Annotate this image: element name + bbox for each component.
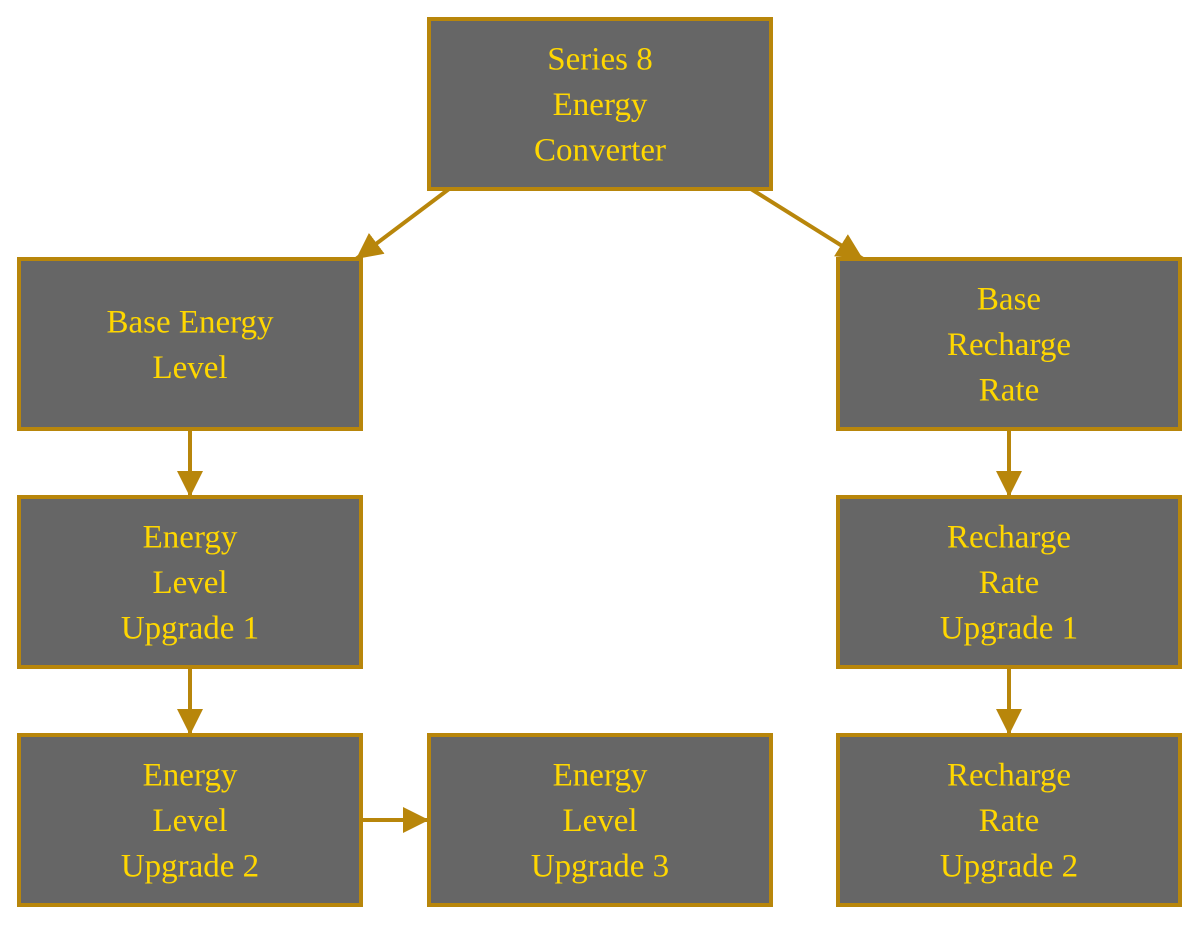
- node-box: [17, 495, 363, 669]
- node-label-line: Energy: [143, 520, 238, 556]
- node-box: [836, 495, 1182, 669]
- node-box: [17, 257, 363, 431]
- node-label-line: Rate: [979, 803, 1039, 839]
- node-label-line: Base: [977, 282, 1041, 318]
- node-label-line: Rate: [979, 565, 1039, 601]
- node-label-line: Upgrade 2: [940, 849, 1078, 885]
- node-label-line: Base Energy: [106, 304, 274, 340]
- edge: [354, 187, 451, 261]
- node-label-line: Energy: [143, 758, 238, 794]
- node-label-line: Upgrade 2: [121, 849, 259, 885]
- node-label-line: Level: [152, 803, 227, 839]
- node-box: [427, 733, 773, 907]
- node-label-line: Rate: [979, 373, 1039, 409]
- node-label-line: Level: [152, 350, 227, 386]
- node-box: [836, 257, 1182, 431]
- edge-series8-to-base-energy: [354, 187, 451, 261]
- node-box: [836, 733, 1182, 907]
- node-label-line: Upgrade 1: [940, 611, 1078, 647]
- edge-series8-to-base-recharge: [749, 187, 865, 261]
- node-label-line: Upgrade 3: [531, 849, 669, 885]
- node-label-line: Energy: [553, 758, 648, 794]
- node-box: [427, 17, 773, 191]
- node-label-line: Level: [562, 803, 637, 839]
- node-label-line: Recharge: [947, 327, 1071, 363]
- node-label-line: Converter: [534, 133, 666, 169]
- node-label-line: Level: [152, 565, 227, 601]
- edge: [749, 187, 865, 261]
- node-label-line: Energy: [553, 87, 648, 123]
- node-label-line: Series 8: [547, 42, 652, 78]
- node-label-line: Recharge: [947, 758, 1071, 794]
- node-label-line: Upgrade 1: [121, 611, 259, 647]
- node-label-line: Recharge: [947, 520, 1071, 556]
- edges: [177, 187, 1022, 833]
- node-box: [17, 733, 363, 907]
